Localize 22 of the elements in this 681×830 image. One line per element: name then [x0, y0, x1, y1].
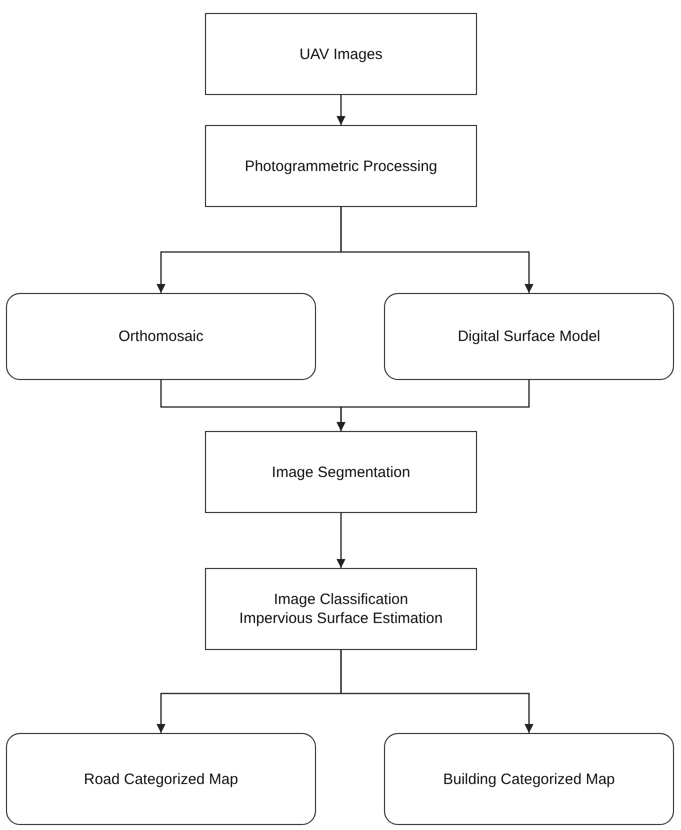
arrow — [340, 207, 534, 293]
rounded-box — [384, 293, 674, 380]
arrow — [336, 513, 346, 568]
node-label: Image Classification — [274, 590, 408, 609]
arrow — [336, 380, 530, 431]
process-box — [205, 13, 477, 95]
node-label: Digital Surface Model — [458, 327, 600, 346]
process-box — [205, 431, 477, 513]
rounded-box — [384, 733, 674, 825]
node-label: Building Categorized Map — [443, 770, 615, 788]
arrow — [336, 95, 346, 125]
process-box — [205, 568, 477, 650]
node-label: UAV Images — [299, 44, 383, 64]
rounded-box — [6, 293, 316, 380]
rounded-box — [6, 733, 316, 825]
node-label: Photogrammetric Processing — [244, 156, 438, 176]
node-label: Image Segmentation — [272, 462, 410, 482]
arrow — [340, 650, 534, 733]
node-label: Impervious Surface Estimation — [239, 609, 443, 628]
node-label: Orthomosaic — [118, 327, 204, 346]
process-box — [205, 125, 477, 207]
node-label: Road Categorized Map — [84, 770, 238, 788]
